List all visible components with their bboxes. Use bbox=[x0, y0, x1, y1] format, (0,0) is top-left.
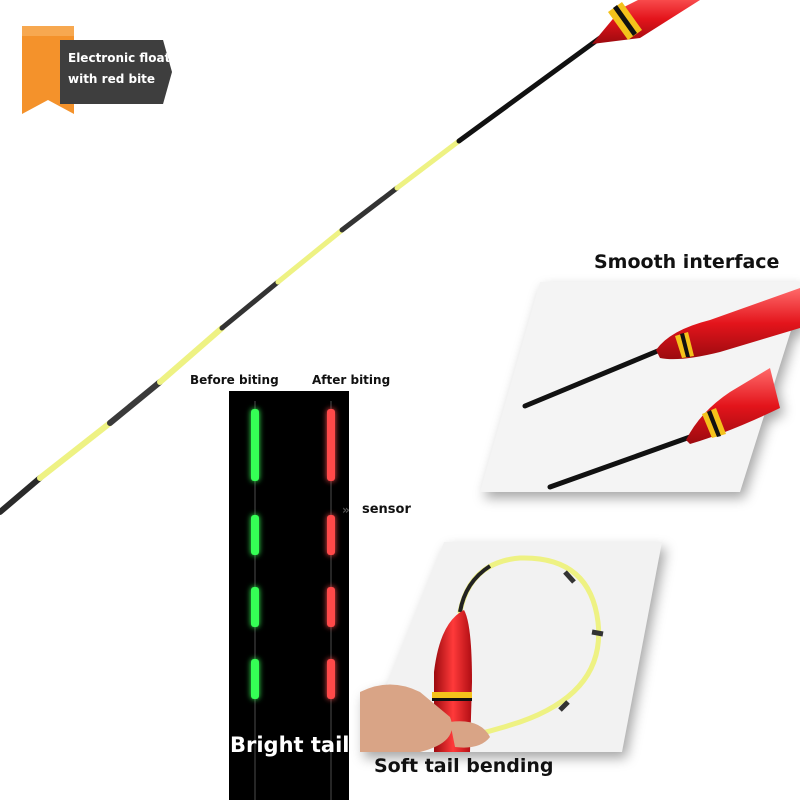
badge-line-2: with red bite bbox=[68, 72, 156, 86]
before-biting-label: Before biting bbox=[190, 373, 279, 387]
bright-tail-label: Bright tail bbox=[230, 733, 350, 757]
feature-badge: Electronic float with red bite bbox=[60, 40, 172, 104]
tail-bending-photo bbox=[360, 542, 662, 752]
smooth-interface-photo bbox=[480, 282, 800, 492]
sensor-arrow-icon: » bbox=[342, 503, 350, 517]
sensor-label: sensor bbox=[362, 502, 411, 517]
soft-tail-bending-label: Soft tail bending bbox=[374, 755, 554, 777]
badge-line-1: Electronic float bbox=[68, 51, 171, 65]
glow-comparison-panel bbox=[229, 391, 349, 800]
after-biting-label: After biting bbox=[312, 373, 391, 387]
smooth-interface-label: Smooth interface bbox=[594, 251, 780, 273]
